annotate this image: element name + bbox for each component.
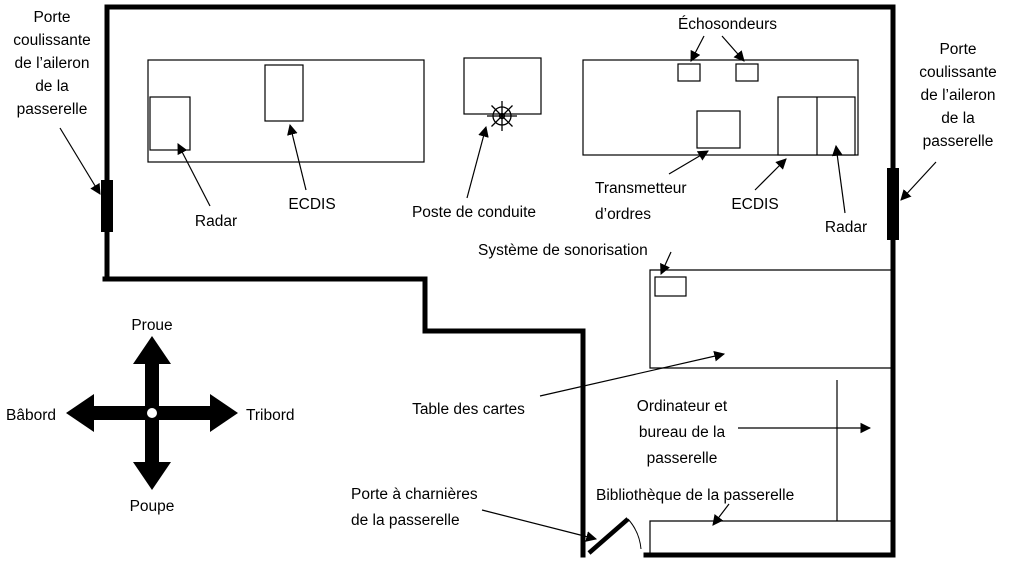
bookshelf — [649, 520, 891, 553]
arrow-transmetteur — [668, 150, 709, 175]
label-ordinateur-bureau: Ordinateur et bureau de la passerelle — [636, 398, 728, 467]
arrow-radar-left — [177, 143, 211, 207]
label-echosondeurs: Échosondeurs — [677, 16, 778, 33]
pa-system-unit — [654, 276, 687, 297]
sliding-door-right — [887, 168, 899, 240]
ecdis-left-unit — [264, 64, 304, 122]
hinged-door-leaf — [587, 517, 630, 555]
arrow-ecdis-left — [287, 123, 307, 191]
arrow-porte-right — [900, 161, 937, 201]
label-sliding-door-right: Porte coulissante de l’aileron de la pas… — [919, 41, 997, 150]
hinged-door-swing-arc — [627, 518, 642, 550]
arrow-sonorisation — [660, 251, 672, 275]
furniture — [147, 57, 891, 553]
arrow-echosondeur-1 — [690, 35, 705, 62]
wall-outer — [104, 4, 896, 558]
helm-wheel-icon — [487, 101, 517, 131]
echosounder-unit-2 — [735, 63, 759, 82]
engine-telegraph-unit — [696, 110, 741, 149]
label-radar-left: Radar — [194, 213, 238, 230]
compass-center — [147, 408, 157, 418]
label-transmetteur: Transmetteur d’ordres — [595, 180, 687, 223]
arrow-bibliotheque — [712, 503, 730, 526]
arrow-ecdis-right — [754, 158, 787, 191]
arrow-table-cartes — [539, 350, 726, 397]
doors — [101, 168, 899, 555]
chart-table — [649, 269, 891, 369]
wall-step — [102, 276, 586, 558]
label-bibliotheque: Bibliothèque de la passerelle — [596, 487, 795, 504]
label-radar-right: Radar — [824, 219, 868, 236]
label-ecdis-right: ECDIS — [731, 196, 779, 213]
compass-rose — [66, 336, 238, 490]
walls — [102, 4, 896, 558]
console-right — [582, 59, 859, 156]
arrow-porte-charnieres — [481, 509, 598, 542]
label-compass-proue: Proue — [131, 317, 173, 334]
label-compass-tribord: Tribord — [246, 407, 295, 424]
label-sliding-door-left: Porte coulissante de l’aileron de la pas… — [13, 9, 91, 118]
console-left — [147, 59, 425, 163]
arrow-poste-conduite — [466, 125, 489, 199]
arrow-radar-right — [831, 144, 846, 214]
radar-left-unit — [149, 96, 191, 151]
label-ecdis-left: ECDIS — [288, 196, 336, 213]
annotation-arrows — [59, 35, 937, 542]
sliding-door-left — [101, 180, 113, 232]
echosounder-unit-1 — [677, 63, 701, 82]
label-table-cartes: Table des cartes — [412, 401, 525, 418]
label-porte-charnieres: Porte à charnières de la passerelle — [351, 486, 478, 529]
label-poste-conduite: Poste de conduite — [411, 204, 537, 221]
arrow-echosondeur-2 — [721, 35, 745, 62]
label-sonorisation: Système de sonorisation — [478, 242, 648, 259]
arrow-porte-left — [59, 127, 101, 195]
label-compass-poupe: Poupe — [129, 498, 175, 515]
label-compass-babord: Bâbord — [6, 407, 56, 424]
